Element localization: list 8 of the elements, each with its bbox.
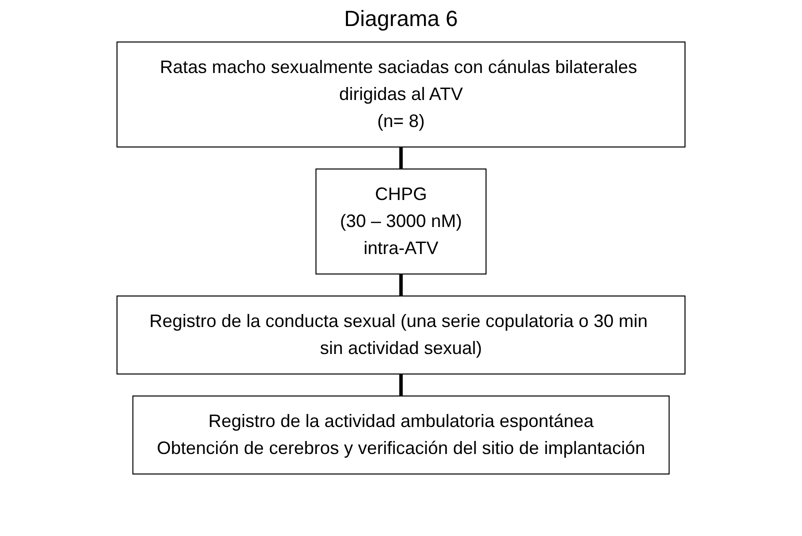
node-box: CHPG (30 – 3000 nM) intra-ATV — [315, 168, 487, 274]
node-box: Ratas macho sexualmente saciadas con cánulas bilaterales dirigidas al ATV (n= 8) — [116, 42, 686, 148]
connector — [399, 374, 403, 396]
node-box: Registro de la conducta sexual (una serie copulatoria o 30 min sin actividad sexual) — [116, 296, 686, 374]
connector — [399, 147, 403, 169]
diagram-title: Diagrama 6 — [344, 6, 458, 32]
node-box: Registro de la actividad ambulatoria espontánea Obtención de cerebros y verificación del sitio de implantación — [132, 396, 670, 474]
connector — [399, 274, 403, 296]
